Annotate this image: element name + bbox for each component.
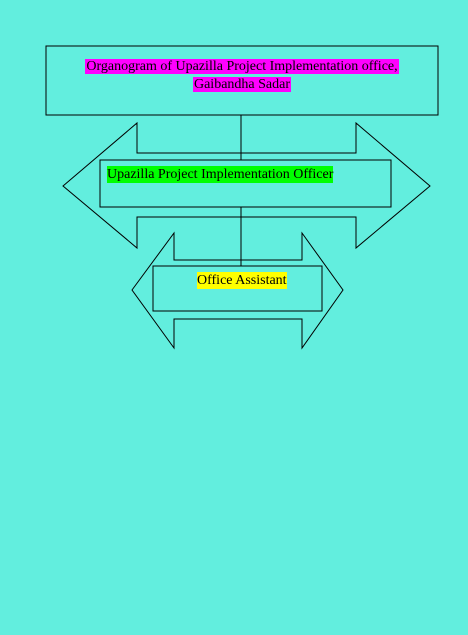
page-title: Organogram of Upazilla Project Implement… [46, 58, 438, 94]
assistant-label: Office Assistant [197, 272, 287, 289]
double-arrow-large [62, 121, 431, 250]
title-line-1: Organogram of Upazilla Project Implement… [85, 59, 399, 74]
officer-label: Upazilla Project Implementation Officer [107, 166, 334, 183]
title-box [45, 45, 439, 116]
double-arrow-small [131, 231, 344, 350]
title-line-2: Gaibandha Sadar [192, 77, 292, 92]
